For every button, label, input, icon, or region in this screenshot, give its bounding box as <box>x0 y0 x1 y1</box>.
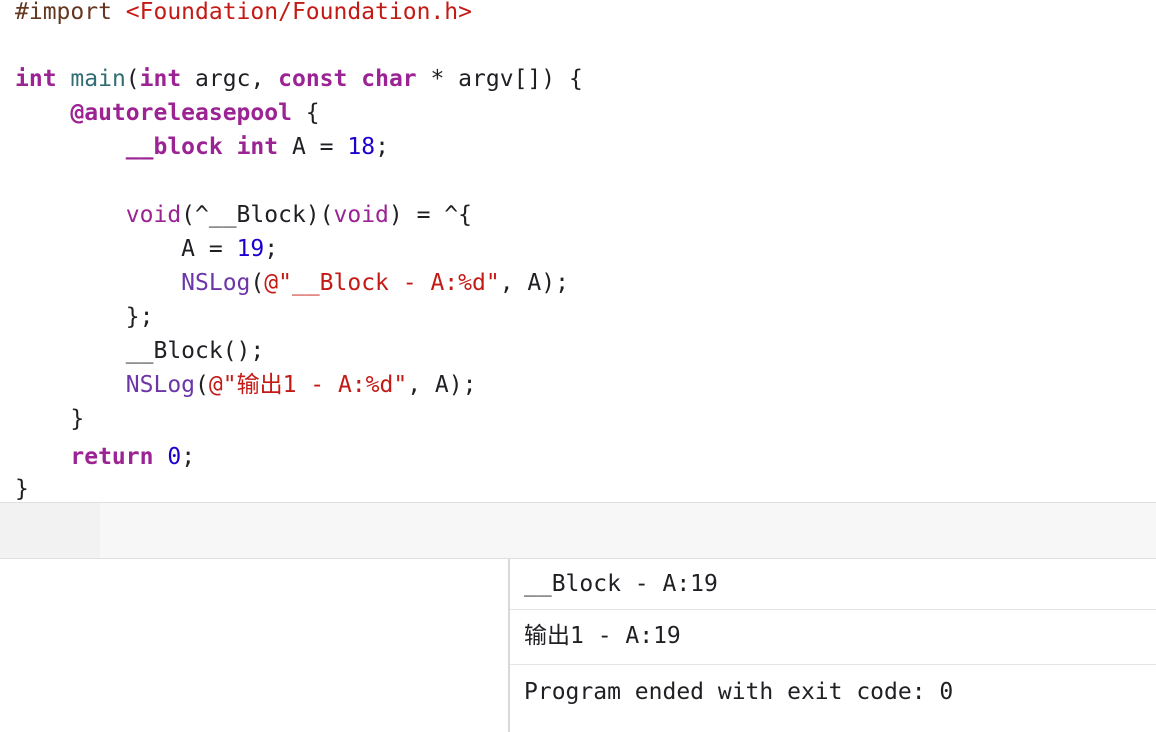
code-token <box>15 372 126 398</box>
code-token: ) = ^{ <box>388 202 472 228</box>
code-line-4[interactable]: @autoreleasepool { <box>15 96 320 130</box>
code-line-7[interactable]: void(^__Block)(void) = ^{ <box>15 198 472 232</box>
code-token: { <box>291 100 320 126</box>
code-token: 19 <box>236 236 265 262</box>
code-token: main <box>70 66 126 92</box>
code-line-11[interactable]: __Block(); <box>15 334 264 368</box>
code-line-15[interactable]: } <box>15 472 29 506</box>
code-line-1[interactable]: #import <Foundation/Foundation.h> <box>15 0 472 29</box>
code-token: char <box>361 66 417 92</box>
code-line-10[interactable]: }; <box>15 300 154 334</box>
code-token: const <box>278 66 348 92</box>
code-token: @autoreleasepool <box>70 100 292 126</box>
code-line-9[interactable]: NSLog(@"__Block - A:%d", A); <box>15 266 569 300</box>
code-line-14[interactable]: return 0; <box>15 440 195 474</box>
code-token: int <box>15 66 57 92</box>
code-token: A = <box>15 236 237 262</box>
code-token <box>153 444 167 470</box>
code-token: ; <box>264 236 279 262</box>
console-line-3: Program ended with exit code: 0 <box>524 679 954 705</box>
code-token: 18 <box>347 134 376 160</box>
code-token: ; <box>375 134 389 160</box>
code-token <box>223 134 237 160</box>
code-token: A = <box>278 134 348 160</box>
code-token <box>15 100 70 126</box>
code-token: }; <box>15 304 154 330</box>
code-token: NSLog <box>181 270 251 296</box>
code-editor[interactable]: #import <Foundation/Foundation.h> int mai… <box>0 0 1156 502</box>
code-token: return <box>70 444 154 470</box>
console-line-1: __Block - A:19 <box>524 571 718 597</box>
code-token: } <box>15 406 85 432</box>
code-token: void <box>333 202 389 228</box>
code-line-13[interactable]: } <box>15 402 84 436</box>
console-output[interactable]: __Block - A:19 输出1 - A:19 Program ended … <box>510 559 1156 732</box>
code-token <box>57 66 71 92</box>
code-line-3[interactable]: int main(int argc, const char * argv[]) … <box>15 62 583 96</box>
debug-bar-left-segment <box>0 503 100 558</box>
code-token: } <box>15 476 29 502</box>
code-token: __block <box>125 134 223 160</box>
code-token <box>15 134 126 160</box>
code-line-12[interactable]: NSLog(@"输出1 - A:%d", A); <box>15 368 477 402</box>
code-token: ; <box>181 444 196 470</box>
debug-bar <box>0 503 1156 558</box>
code-line-8[interactable]: A = 19; <box>15 232 278 266</box>
editor-bottom-divider <box>0 502 1156 503</box>
code-token: * argv[]) { <box>416 66 583 92</box>
code-token <box>15 202 126 228</box>
code-token: argc, <box>181 66 279 92</box>
code-token: int <box>236 134 279 160</box>
code-token: @"输出1 - A:%d" <box>208 372 408 398</box>
code-token: #import <box>15 0 126 25</box>
console-separator <box>510 664 1156 665</box>
code-token <box>15 270 181 296</box>
pane-splitter[interactable] <box>508 559 510 732</box>
code-token <box>15 444 70 470</box>
code-token: NSLog <box>125 372 196 398</box>
code-token: int <box>139 66 182 92</box>
code-token: , A); <box>407 372 477 398</box>
console-line-2: 输出1 - A:19 <box>524 623 681 649</box>
code-token <box>347 66 361 92</box>
code-token: ( <box>125 66 140 92</box>
console-separator <box>510 609 1156 610</box>
code-token: 0 <box>167 444 182 470</box>
code-token: <Foundation/Foundation.h> <box>125 0 472 25</box>
code-token: void <box>125 202 182 228</box>
code-token: @"__Block - A:%d" <box>264 270 500 296</box>
code-token: ( <box>195 372 209 398</box>
code-token: (^__Block)( <box>181 202 334 228</box>
code-token: ( <box>250 270 265 296</box>
debug-bar-divider <box>0 558 1156 559</box>
code-line-5[interactable]: __block int A = 18; <box>15 130 389 164</box>
variables-view[interactable] <box>0 559 508 732</box>
code-token: , A); <box>499 270 569 296</box>
code-token: __Block(); <box>15 338 265 364</box>
